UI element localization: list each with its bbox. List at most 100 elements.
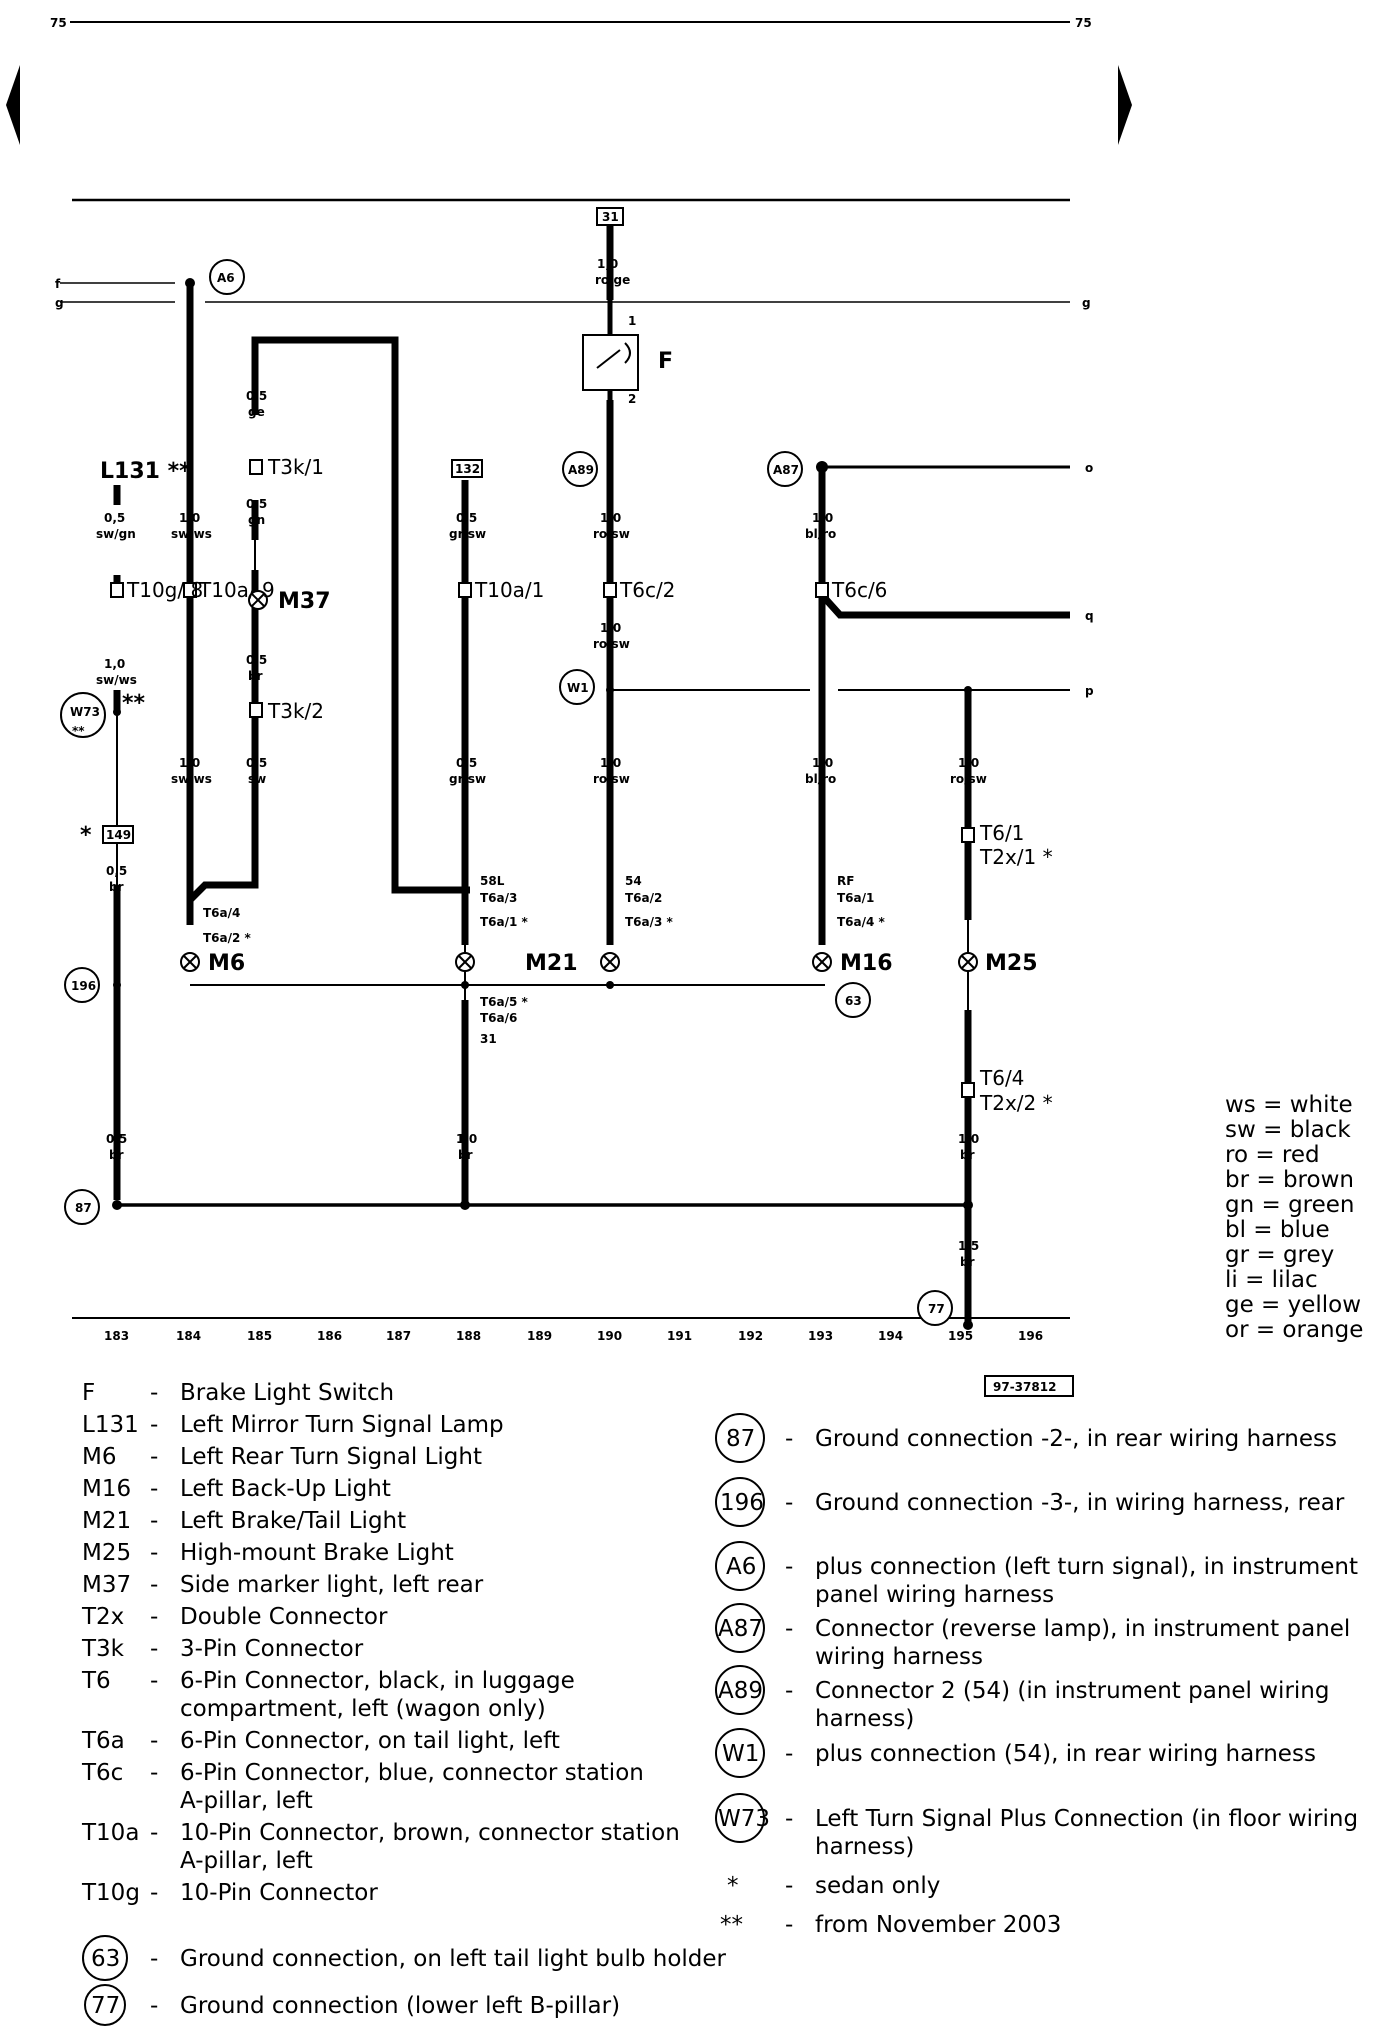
legend-item: L131-Left Mirror Turn Signal Lamp	[82, 1412, 504, 1438]
wire-label: 1,0	[104, 657, 125, 671]
svg-text:-: -	[150, 1380, 158, 1406]
conn-190-c: T6a/3 *	[625, 915, 674, 929]
track-185: 185	[247, 1329, 272, 1343]
box-149-label: 149	[106, 828, 131, 842]
wire-label: ro/sw	[593, 637, 630, 651]
circle-A89[interactable]	[562, 451, 598, 487]
lamp-M16[interactable]	[812, 952, 832, 972]
pin-T6-4	[961, 1082, 975, 1098]
track-190: 190	[597, 1329, 622, 1343]
w73-stars-right: **	[122, 691, 146, 716]
wire-label: br	[960, 1148, 975, 1162]
lamp-M37[interactable]	[248, 590, 268, 610]
legend-item: M25-High-mount Brake Light	[82, 1540, 454, 1566]
wire-label: 1,0	[600, 756, 621, 770]
wire-label: sw/ws	[171, 527, 212, 541]
color-key-item: sw = black	[1225, 1117, 1351, 1143]
svg-text:-: -	[150, 1444, 158, 1470]
wire-label: br	[960, 1255, 975, 1269]
legend-item: M21-Left Brake/Tail Light	[82, 1508, 406, 1534]
junction-dot	[963, 1200, 973, 1210]
conn-T10g8: T10g/ 8	[126, 578, 203, 602]
legend-item: A6 - plus connection (left turn signal),…	[715, 1541, 1358, 1608]
circle-W1[interactable]	[559, 669, 595, 705]
component-L131-label: L131 **	[100, 459, 191, 484]
wire-label: ro/sw	[593, 527, 630, 541]
wire-label: 0,5	[456, 756, 477, 770]
ref-q: q	[1085, 609, 1094, 623]
svg-text:M25: M25	[82, 1540, 131, 1566]
junction-dot	[461, 981, 469, 989]
wire-185-187-loop	[251, 336, 470, 894]
legend-item: T10g-10-Pin Connector	[81, 1880, 378, 1906]
pin-T10a9	[183, 582, 197, 598]
svg-text:Double Connector: Double Connector	[180, 1604, 388, 1630]
junction-dot	[113, 708, 121, 716]
conn-M16-b: T6a/1	[837, 891, 874, 905]
svg-text:W73: W73	[718, 1806, 770, 1832]
legend-item: W73 - Left Turn Signal Plus Connection (…	[715, 1793, 1358, 1860]
circle-63[interactable]	[835, 982, 871, 1018]
track-184: 184	[176, 1329, 201, 1343]
track-193: 193	[808, 1329, 833, 1343]
wire-label: 1,0	[958, 1132, 979, 1146]
next-page-arrow-icon[interactable]	[1118, 65, 1132, 145]
wire-labels: 1,0 ro/ge 0,5 ge 0,5 sw/gn 1,0 sw/ws 0,5…	[96, 257, 987, 1269]
svg-text:plus connection (54), in rear: plus connection (54), in rear wiring har…	[815, 1741, 1316, 1767]
lamp-M21[interactable]	[455, 952, 475, 972]
pin-T10g	[110, 582, 124, 598]
pin-T6c6	[815, 582, 829, 598]
svg-text:sedan only: sedan only	[815, 1873, 940, 1899]
track-186: 186	[317, 1329, 342, 1343]
wire-label: 1,0	[958, 756, 979, 770]
conn-M21-b: T6a/3	[480, 891, 517, 905]
wire-label: sw	[248, 772, 266, 786]
svg-text:harness): harness)	[815, 1706, 914, 1732]
wire-label: ge	[248, 405, 265, 419]
svg-text:-: -	[785, 1616, 793, 1642]
svg-text:A-pillar, left: A-pillar, left	[180, 1788, 313, 1814]
circle-A6[interactable]	[209, 259, 245, 295]
color-key-item: ro = red	[1225, 1142, 1320, 1168]
track-188: 188	[456, 1329, 481, 1343]
wire-label: 0,5	[246, 653, 267, 667]
svg-text:10-Pin Connector, brown, conne: 10-Pin Connector, brown, connector stati…	[180, 1820, 680, 1846]
svg-text:A6: A6	[726, 1554, 756, 1580]
color-key-item: li = lilac	[1225, 1267, 1318, 1293]
legend-left: F-Brake Light Switch L131-Left Mirror Tu…	[81, 1380, 727, 2026]
conn-T3k2: T3k/2	[267, 699, 324, 723]
circle-A6-label: A6	[217, 271, 235, 285]
svg-text:Connector 2 (54) (in instrumen: Connector 2 (54) (in instrument panel wi…	[815, 1678, 1329, 1704]
circle-A87[interactable]	[767, 451, 803, 487]
svg-text:-: -	[150, 1604, 158, 1630]
ref-circles	[60, 259, 953, 1326]
lamp-M6[interactable]	[180, 952, 200, 972]
wire-label: 0,5	[246, 756, 267, 770]
circle-W73[interactable]	[60, 692, 106, 738]
circle-77-label: 77	[928, 1302, 945, 1316]
wire-label: sw/gn	[96, 527, 136, 541]
legend-circle-77	[84, 1984, 126, 2026]
wire-label: br	[248, 669, 263, 683]
svg-text:-: -	[150, 1728, 158, 1754]
brake-switch-F[interactable]: F 1 2	[582, 300, 673, 406]
prev-page-arrow-icon[interactable]	[6, 65, 20, 145]
track-192: 192	[738, 1329, 763, 1343]
pin-T10a1	[458, 582, 472, 598]
connector-pins	[110, 459, 975, 1098]
circle-196[interactable]	[64, 967, 100, 1003]
junction-dot	[963, 1320, 973, 1330]
svg-text:-: -	[785, 1912, 793, 1938]
lamp-M21-b[interactable]	[600, 952, 620, 972]
svg-text:T10g: T10g	[81, 1880, 140, 1906]
svg-text:M37: M37	[82, 1572, 131, 1598]
circle-77[interactable]	[917, 1290, 953, 1326]
wire-label: bl/ro	[805, 772, 836, 786]
wire-label: ro/sw	[593, 772, 630, 786]
wire-label: br	[109, 880, 124, 894]
circle-87[interactable]	[64, 1189, 100, 1225]
wire-label: 0,5	[246, 389, 267, 403]
conn-M21-c: T6a/1 *	[480, 915, 529, 929]
lamp-M25[interactable]	[958, 952, 978, 972]
svg-text:Ground connection (lower left: Ground connection (lower left B-pillar)	[180, 1993, 620, 2019]
